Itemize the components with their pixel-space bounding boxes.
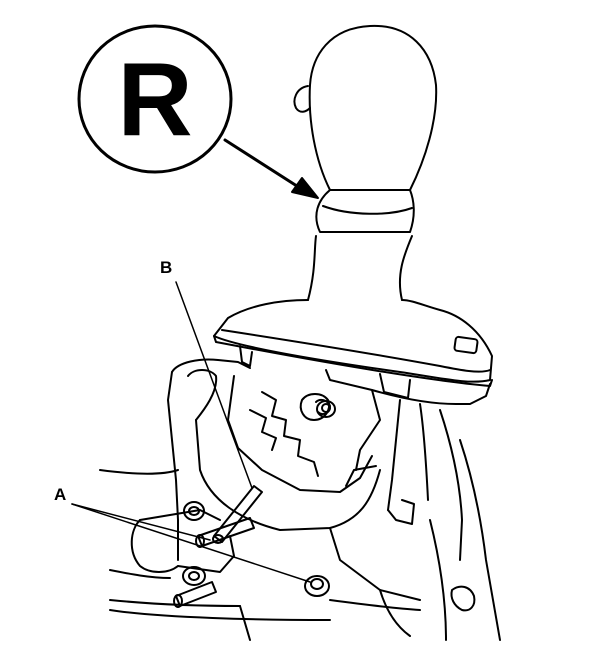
leader-line-b [175,281,253,489]
bolt-lower-left [182,566,206,586]
position-badge [77,24,233,174]
bolt-upper-left [183,501,205,521]
position-letter: R [117,42,193,158]
callout-label-a: A [54,485,67,504]
pin-upper [195,517,255,548]
pin-lower [173,581,217,608]
leader-line-a [71,503,311,583]
position-arrow [223,138,319,199]
callout-label-b: B [160,258,173,277]
bolt-upper-right [316,400,336,418]
rod-b [212,485,263,544]
bolt-bottom [304,575,330,597]
shift-bezel [213,299,493,399]
shift-knob [293,24,438,301]
shifter-housing [167,358,501,641]
